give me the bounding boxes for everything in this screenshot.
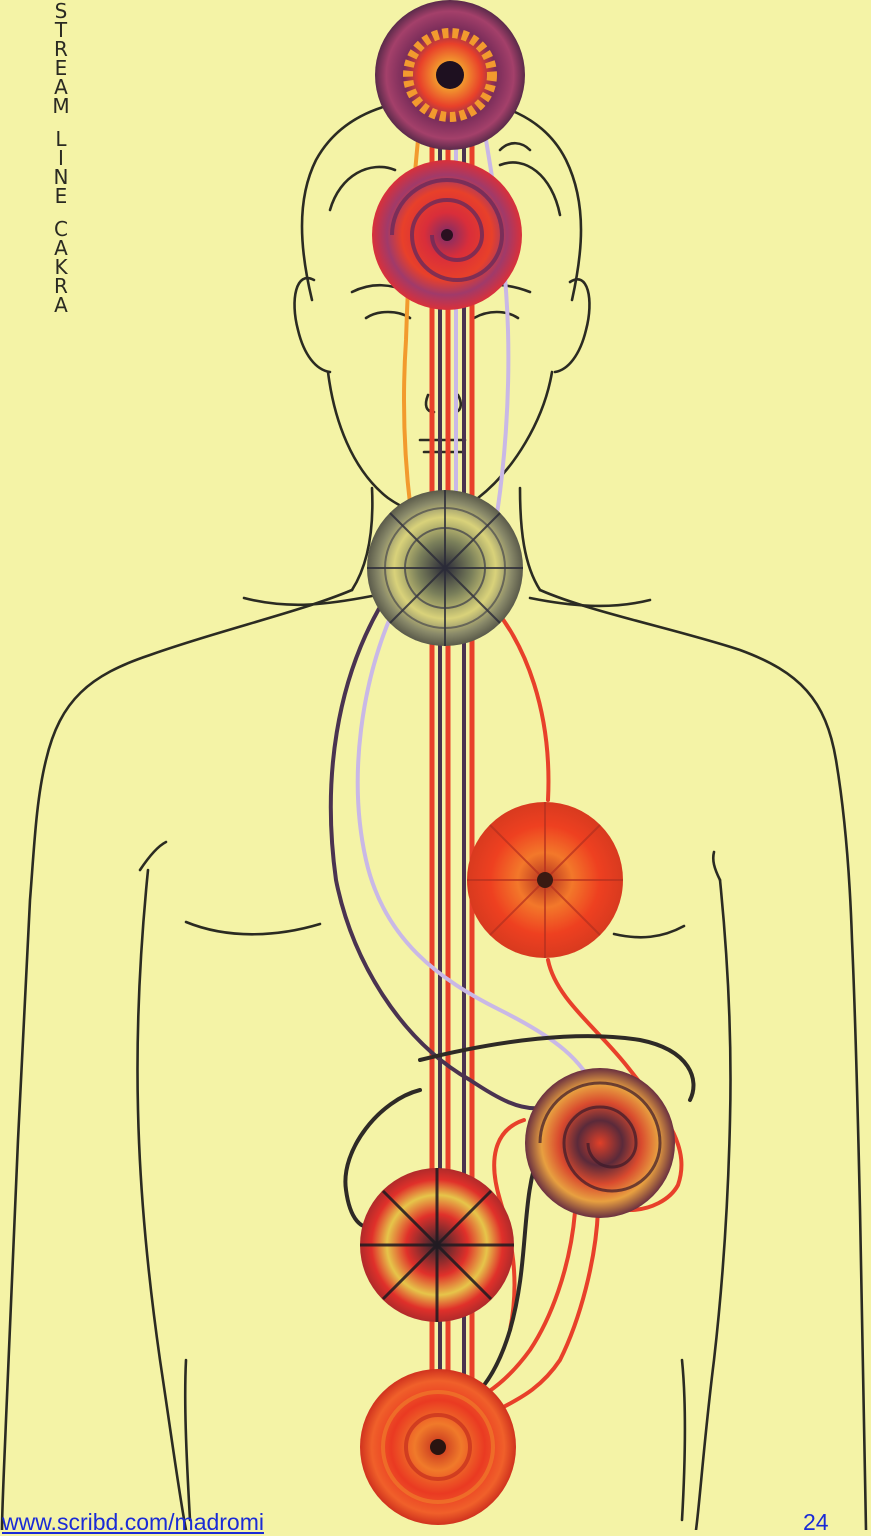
hair-strands bbox=[500, 143, 530, 150]
root-chakra bbox=[360, 1369, 516, 1525]
heart-chakra bbox=[467, 802, 623, 958]
left-armpit bbox=[140, 842, 166, 870]
right-armpit bbox=[713, 852, 720, 880]
throat-chakra bbox=[367, 490, 523, 646]
left-inner-arm bbox=[137, 870, 186, 1530]
right-hip bbox=[682, 1360, 685, 1520]
left-shoulder bbox=[2, 590, 352, 1530]
brow-chakra bbox=[372, 160, 522, 310]
left-pectoral bbox=[186, 922, 320, 934]
right-eye bbox=[474, 312, 518, 318]
left-collarbone bbox=[244, 596, 372, 605]
right-shoulder bbox=[540, 590, 866, 1530]
mouth bbox=[420, 440, 465, 452]
crown-chakra bbox=[375, 0, 525, 150]
left-hip bbox=[185, 1360, 190, 1520]
neck-right bbox=[520, 488, 540, 590]
sacral-chakra bbox=[360, 1168, 514, 1322]
left-ear bbox=[295, 278, 330, 372]
left-eye bbox=[366, 312, 410, 318]
footer-link[interactable]: www.scribd.com/madromi bbox=[2, 1509, 264, 1536]
right-inner-arm bbox=[696, 880, 731, 1530]
right-collarbone bbox=[530, 598, 650, 606]
right-pectoral bbox=[614, 926, 684, 937]
page-number: 24 bbox=[803, 1509, 829, 1536]
solar-plexus-chakra bbox=[525, 1068, 675, 1218]
